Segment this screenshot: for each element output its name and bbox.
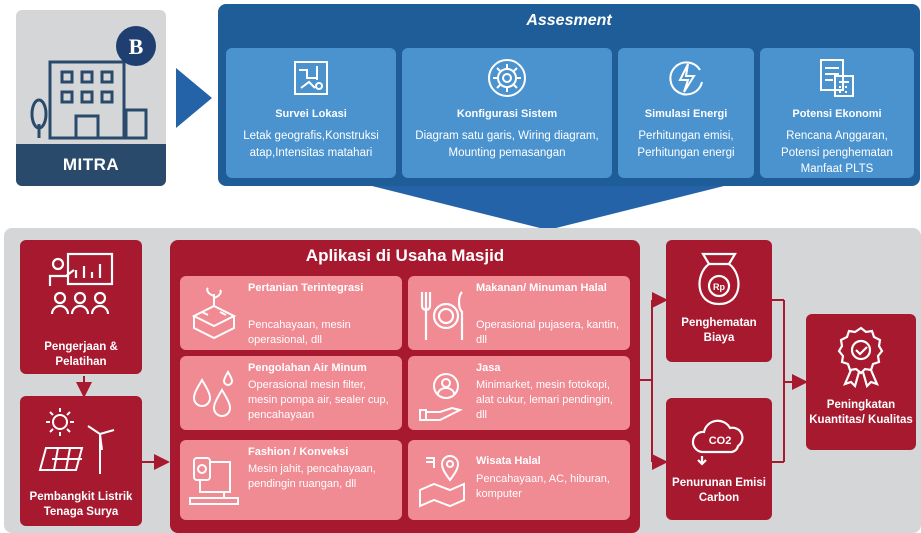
calculator-icon: [820, 59, 854, 97]
cutlery-icon: [420, 291, 464, 340]
card-title: Pengolahan Air Minum: [248, 362, 367, 374]
card-title: Makanan/ Minuman Halal: [476, 282, 607, 294]
money-bag-icon: Rp: [698, 252, 740, 306]
mitra-label: MITRA: [16, 144, 166, 186]
assessment-panel: Assesment Survei Lokasi Letak geografis,…: [218, 4, 920, 186]
map-icon: [294, 61, 328, 95]
app-card-halal-food: Makanan/ Minuman Halal Operasional pujas…: [408, 276, 630, 350]
solar-box: Pembangkit Listrik Tenaga Surya: [20, 396, 142, 526]
carbon-box: CO2 Penurunan Emisi Carbon: [666, 398, 772, 520]
water-drop-icon: [192, 370, 234, 417]
card-desc: Operasional pujasera, kantin, dll: [476, 319, 620, 346]
service-hand-icon: [419, 373, 463, 421]
sewing-machine-icon: [189, 457, 239, 505]
assessment-title: Assesment: [526, 12, 612, 29]
arrow-down-icon: [372, 186, 724, 230]
card-desc: Mesin jahit, pencahayaan, pendingin ruan…: [248, 463, 376, 490]
app-card-tourism: Wisata Halal Pencahayaan, AC, hiburan, k…: [408, 440, 630, 520]
card-desc: Rencana Anggaran, Potensi penghematan Ma…: [781, 130, 893, 176]
award-badge-icon: [837, 326, 884, 389]
gear-icon: [488, 59, 526, 97]
card-title: Konfigurasi Sistem: [456, 108, 558, 120]
quality-label: Peningkatan Kuantitas/ Kualitas: [809, 399, 913, 426]
card-title: Survei Lokasi: [275, 108, 347, 120]
card-desc: Diagram satu garis, Wiring diagram, Moun…: [415, 130, 599, 159]
arrow-right-icon: [176, 68, 212, 128]
carbon-label: Penurunan Emisi Carbon: [672, 477, 766, 504]
presentation-icon: [48, 252, 114, 315]
assessment-card-simulation: Simulasi Energi Perhitungan emisi, Perhi…: [618, 48, 754, 178]
card-title: Simulasi Energi: [644, 108, 728, 120]
card-desc: Minimarket, mesin fotokopi, alat cukur, …: [476, 379, 613, 421]
map-pin-icon: [419, 455, 465, 508]
card-desc: Operasional mesin filter, mesin pompa ai…: [248, 379, 389, 421]
app-card-agriculture: Pertanian Terintegrasi Pencahayaan, mesi…: [180, 276, 402, 350]
card-title: Potensi Ekonomi: [792, 108, 882, 120]
plant-icon: [191, 287, 237, 340]
app-card-services: Jasa Minimarket, mesin fotokopi, alat cu…: [408, 356, 630, 430]
app-card-fashion: Fashion / Konveksi Mesin jahit, pencahay…: [180, 440, 402, 520]
assessment-card-economy: Potensi Ekonomi Rencana Anggaran, Potens…: [760, 48, 914, 178]
mitra-panel: B MITRA: [16, 10, 166, 186]
training-box: Pengerjaan & Pelatihan: [20, 240, 142, 374]
card-title: Wisata Halal: [476, 455, 541, 467]
card-desc: Perhitungan emisi, Perhitungan energi: [637, 130, 735, 159]
savings-label: Penghematan Biaya: [681, 317, 757, 344]
card-title: Fashion / Konveksi: [248, 446, 349, 458]
rupiah-text: Rp: [713, 282, 725, 292]
quality-box: Peningkatan Kuantitas/ Kualitas: [806, 314, 916, 450]
lightning-icon: [669, 61, 703, 96]
solar-panel-icon: [38, 408, 115, 474]
solar-label: Pembangkit Listrik Tenaga Surya: [29, 491, 133, 518]
building-icon: B: [30, 26, 156, 140]
assessment-card-survey: Survei Lokasi Letak geografis,Konstruksi…: [226, 48, 396, 178]
app-card-water: Pengolahan Air Minum Operasional mesin f…: [180, 356, 402, 430]
bank-logo-icon: B: [129, 34, 144, 59]
card-desc: Pencahayaan, mesin operasional, dll: [248, 319, 351, 346]
co2-cloud-icon: CO2: [691, 419, 744, 466]
card-title: Pertanian Terintegrasi: [248, 282, 364, 294]
assessment-card-config: Konfigurasi Sistem Diagram satu garis, W…: [402, 48, 612, 178]
savings-box: Rp Penghematan Biaya: [666, 240, 772, 362]
co2-text: CO2: [709, 435, 732, 447]
application-title: Aplikasi di Usaha Masjid: [305, 246, 505, 265]
card-desc: Letak geografis,Konstruksi atap,Intensit…: [243, 130, 379, 159]
application-panel: Aplikasi di Usaha Masjid Pertanian Terin…: [170, 240, 640, 533]
card-desc: Pencahayaan, AC, hiburan, komputer: [476, 473, 610, 500]
training-label: Pengerjaan & Pelatihan: [44, 341, 118, 368]
card-title: Jasa: [476, 362, 501, 374]
